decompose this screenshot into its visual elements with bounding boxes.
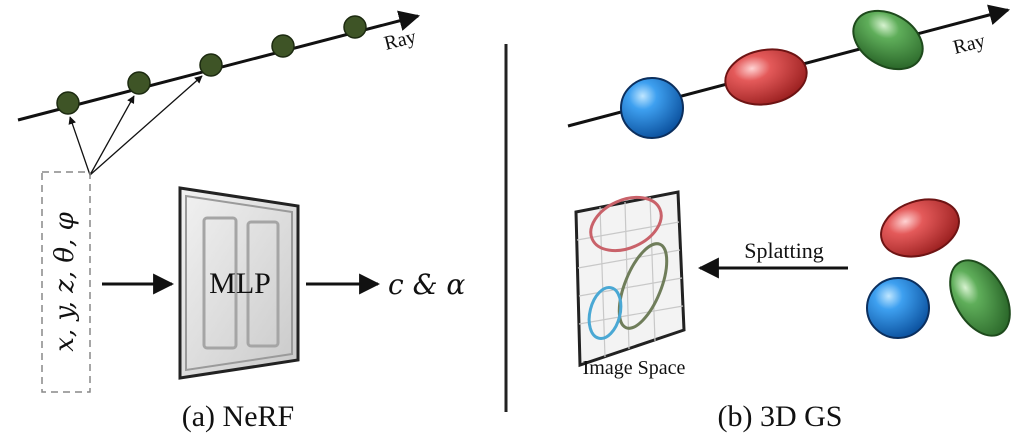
nerf-ray-label: Ray <box>382 26 419 55</box>
sample-point <box>127 71 151 95</box>
sample-point <box>343 15 367 39</box>
sample-point <box>56 91 80 115</box>
nerf-input-label: x, y, z, θ, φ <box>50 211 80 351</box>
gs-ray-label: Ray <box>951 30 988 59</box>
mlp-block: MLP <box>178 186 300 380</box>
nerf-output-label: c & α <box>388 268 465 301</box>
gaussian-green <box>852 9 924 71</box>
sample-point <box>271 34 295 58</box>
splatting-label: Splatting <box>744 238 823 263</box>
image-space-plane <box>574 190 686 368</box>
projected-ellipse-red <box>589 195 663 253</box>
cluster-gaussian-green <box>949 259 1011 337</box>
nerf-sample-points <box>56 15 367 115</box>
nerf-query-arrows <box>68 75 203 176</box>
nerf-input-box <box>41 171 91 393</box>
gaussian-red <box>724 48 808 106</box>
sample-point <box>199 53 223 77</box>
projected-ellipse-green <box>617 242 669 330</box>
nerf-caption: (a) NeRF <box>182 400 294 433</box>
image-space-label: Image Space <box>583 357 686 379</box>
cluster-gaussian-red <box>880 198 960 258</box>
ray-gaussians <box>620 9 924 139</box>
projected-ellipse-blue <box>587 286 623 340</box>
gaussian-cluster <box>866 198 1011 339</box>
gs-caption: (b) 3D GS <box>718 400 843 433</box>
gaussian-blue <box>620 77 684 139</box>
gs-panel: Ray Image Space Splatti <box>567 4 1011 433</box>
cluster-gaussian-blue <box>866 277 930 339</box>
nerf-panel: Ray x, y, z, θ, φ MLP <box>17 10 465 433</box>
mlp-label: MLP <box>209 267 271 300</box>
